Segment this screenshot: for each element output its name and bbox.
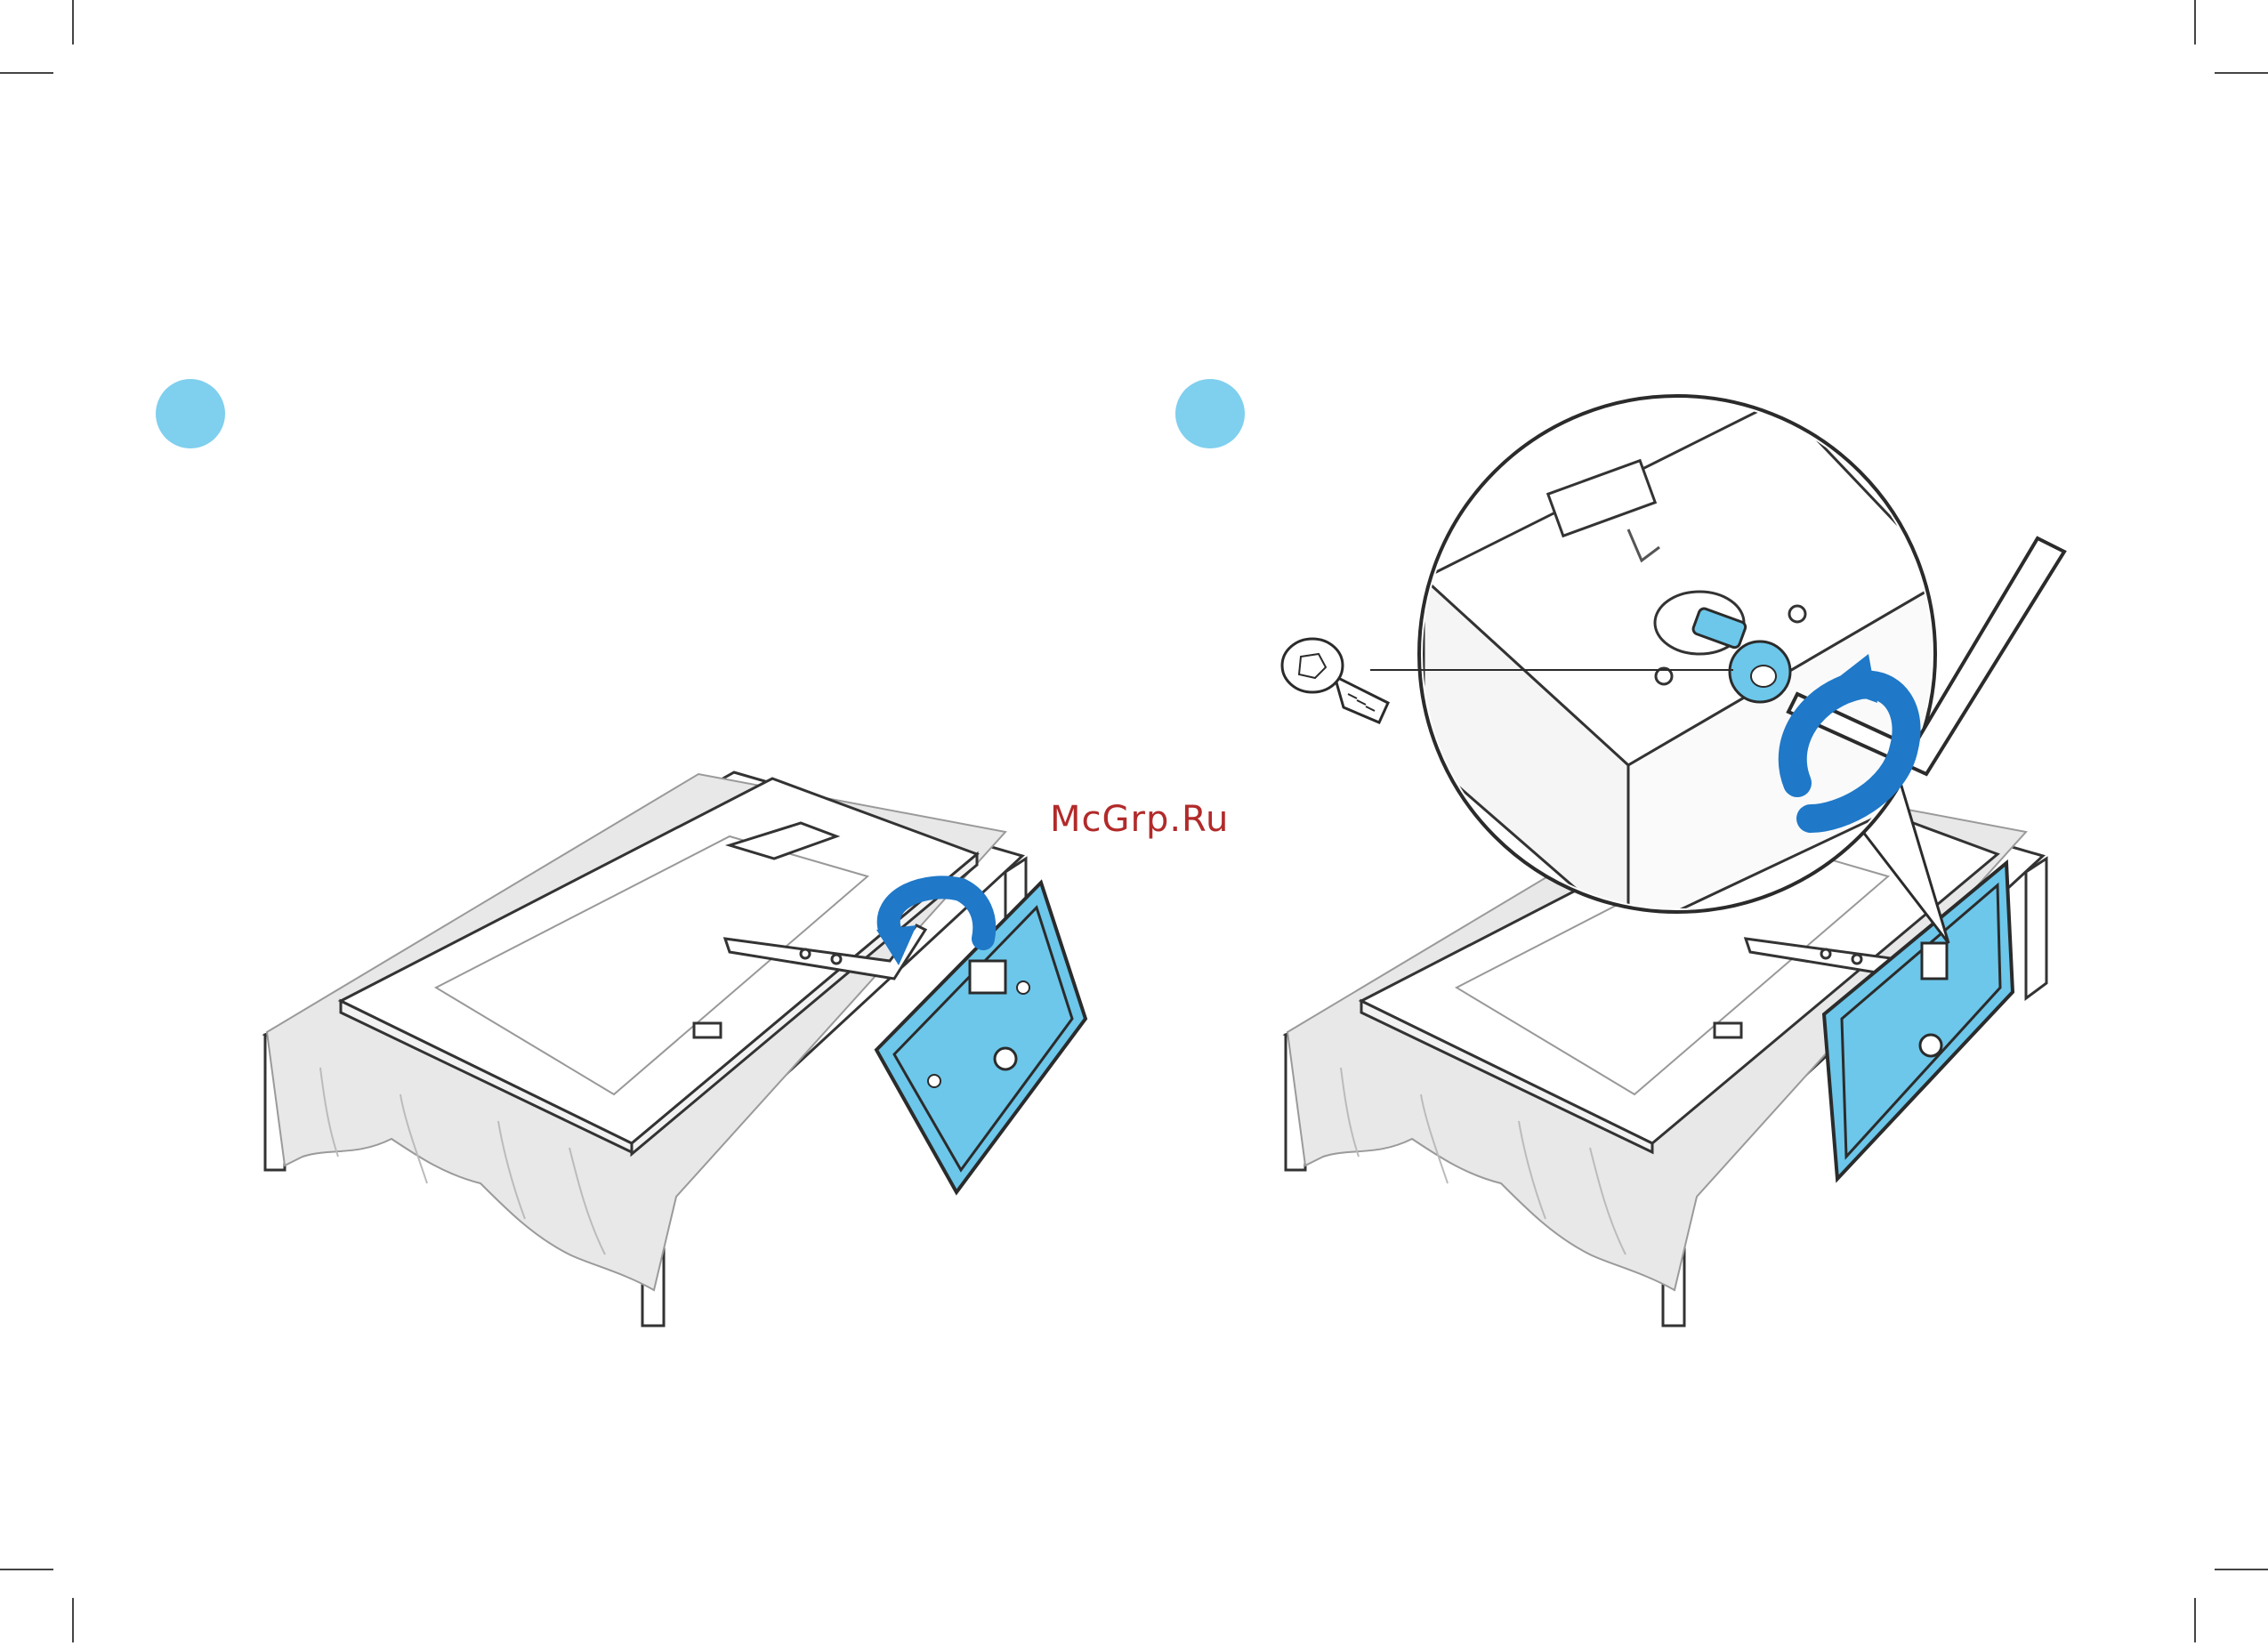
- step-2-marker: [1175, 379, 1245, 448]
- step-2-illustration: [1282, 396, 2064, 1326]
- watermark-text: McGrp.Ru: [1050, 799, 1229, 840]
- step-1-illustration: [265, 772, 1086, 1326]
- step-1-marker: [156, 379, 225, 448]
